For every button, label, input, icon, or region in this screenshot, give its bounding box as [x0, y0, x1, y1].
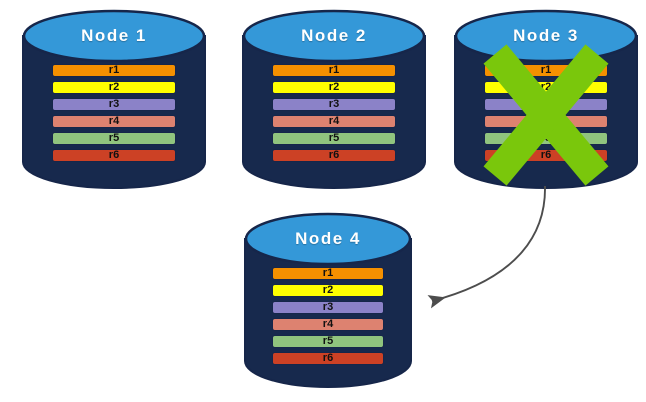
data-row-r6[interactable]: r6: [272, 352, 384, 365]
data-row-r2[interactable]: r2: [272, 81, 396, 94]
cylinder-top-ellipse: [22, 9, 206, 63]
data-row-r1[interactable]: r1: [484, 64, 608, 77]
data-row-r1[interactable]: r1: [272, 64, 396, 77]
data-row-r3[interactable]: r3: [52, 98, 176, 111]
cylinder-top-ellipse: [244, 212, 412, 266]
data-row-r4[interactable]: r4: [484, 115, 608, 128]
data-row-r2[interactable]: r2: [52, 81, 176, 94]
data-row-r3[interactable]: r3: [484, 98, 608, 111]
cylinder-top-ellipse: [454, 9, 638, 63]
node-row-list: r1 r2 r3 r4 r5 r6: [245, 267, 411, 365]
data-row-r4[interactable]: r4: [272, 318, 384, 331]
node-row-list: r1 r2 r3 r4 r5 r6: [23, 64, 205, 162]
data-row-r3[interactable]: r3: [272, 98, 396, 111]
data-row-r6[interactable]: r6: [484, 149, 608, 162]
data-row-r5[interactable]: r5: [52, 132, 176, 145]
data-row-r1[interactable]: r1: [52, 64, 176, 77]
node-row-list: r1 r2 r3 r4 r5 r6: [243, 64, 425, 162]
data-row-r4[interactable]: r4: [272, 115, 396, 128]
node-row-list: r1 r2 r3 r4 r5 r6: [455, 64, 637, 162]
data-row-r1[interactable]: r1: [272, 267, 384, 280]
data-row-r6[interactable]: r6: [52, 149, 176, 162]
data-row-r5[interactable]: r5: [272, 335, 384, 348]
data-row-r4[interactable]: r4: [52, 115, 176, 128]
data-row-r5[interactable]: r5: [484, 132, 608, 145]
cylinder-top-ellipse: [242, 9, 426, 63]
data-row-r5[interactable]: r5: [272, 132, 396, 145]
data-row-r2[interactable]: r2: [272, 284, 384, 297]
data-row-r2[interactable]: r2: [484, 81, 608, 94]
data-row-r3[interactable]: r3: [272, 301, 384, 314]
data-row-r6[interactable]: r6: [272, 149, 396, 162]
